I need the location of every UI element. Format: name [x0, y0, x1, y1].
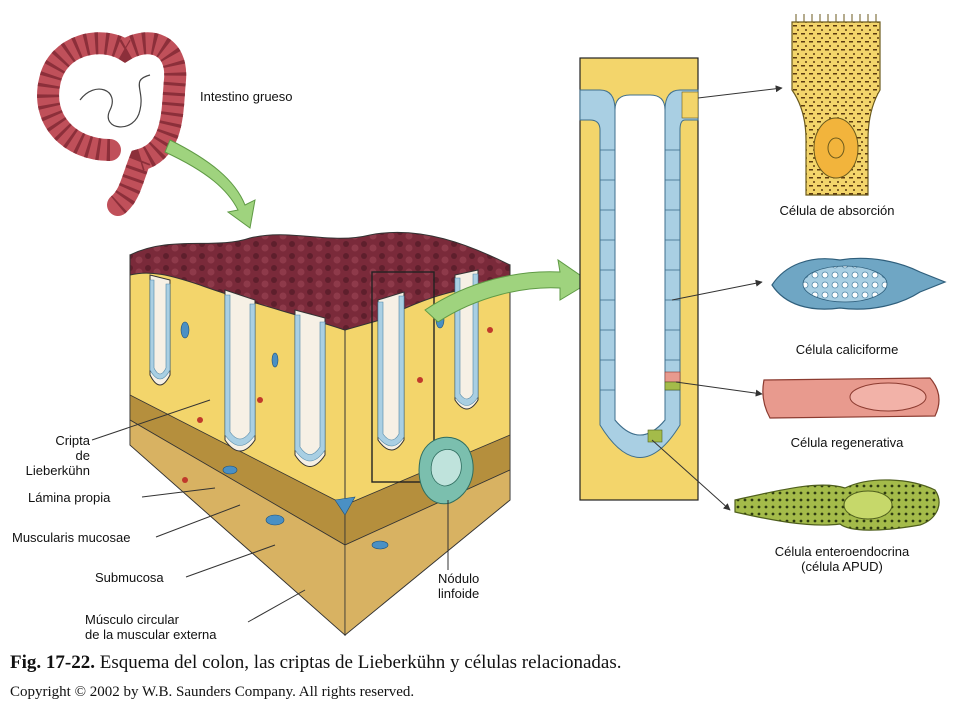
leader-crypt — [91, 399, 211, 441]
label-regenerative-cell: Célula regenerativa — [790, 435, 904, 450]
goblet-cell-illustration — [771, 257, 947, 310]
label-lymphoid-nodule: Nódulo linfoide — [438, 571, 479, 601]
label-goblet-cell: Célula caliciforme — [795, 342, 899, 357]
label-circular-muscle-line2: de la muscular externa — [85, 627, 217, 642]
label-muscularis-mucosae: Muscularis mucosae — [12, 530, 131, 545]
pointer-enteroendocrine — [651, 439, 731, 511]
enteroendocrine-cell-illustration — [734, 479, 940, 531]
figure-caption: Fig. 17-22. Esquema del colon, las cript… — [10, 652, 950, 674]
leader-muscularis-mucosae — [155, 504, 241, 538]
copyright-notice: Copyright © 2002 by W.B. Saunders Compan… — [10, 684, 415, 700]
pointer-regenerative — [675, 381, 763, 397]
figure-number: Fig. 17-22. — [10, 652, 95, 673]
label-crypt: Cripta de Lieberkühn — [10, 433, 90, 478]
label-enteroendocrine-line1: Célula enteroendocrina — [774, 544, 910, 559]
label-submucosa: Submucosa — [95, 570, 164, 585]
label-lamina-propria: Lámina propia — [28, 490, 111, 505]
label-circular-muscle: Músculo circular de la muscular externa — [85, 612, 217, 642]
label-large-intestine: Intestino grueso — [200, 89, 293, 104]
tissue-block — [129, 231, 511, 637]
leader-circular-muscle — [247, 589, 306, 623]
label-enteroendocrine-cell: Célula enteroendocrina (célula APUD) — [752, 544, 932, 574]
green-arrow-to-block — [164, 139, 256, 229]
pointer-goblet — [671, 279, 763, 301]
large-intestine-illustration — [37, 32, 187, 216]
label-lymphoid-nodule-line1: Nódulo — [438, 571, 480, 586]
regenerative-cell-illustration — [762, 377, 940, 419]
leader-submucosa — [185, 544, 276, 578]
label-crypt-line2: de Lieberkühn — [25, 448, 90, 478]
pointer-absorptive — [697, 85, 783, 99]
absorptive-cell-illustration — [791, 14, 881, 196]
label-circular-muscle-line1: Músculo circular — [85, 612, 179, 627]
magnified-crypt — [579, 57, 699, 501]
label-absorptive-cell: Célula de absorción — [779, 203, 895, 218]
figure-caption-text: Esquema del colon, las criptas de Lieber… — [94, 652, 622, 673]
leader-lamina-propria — [141, 487, 216, 498]
label-crypt-line1: Cripta — [55, 433, 90, 448]
label-lymphoid-nodule-line2: linfoide — [438, 586, 480, 601]
label-enteroendocrine-line2: (célula APUD) — [801, 559, 883, 574]
